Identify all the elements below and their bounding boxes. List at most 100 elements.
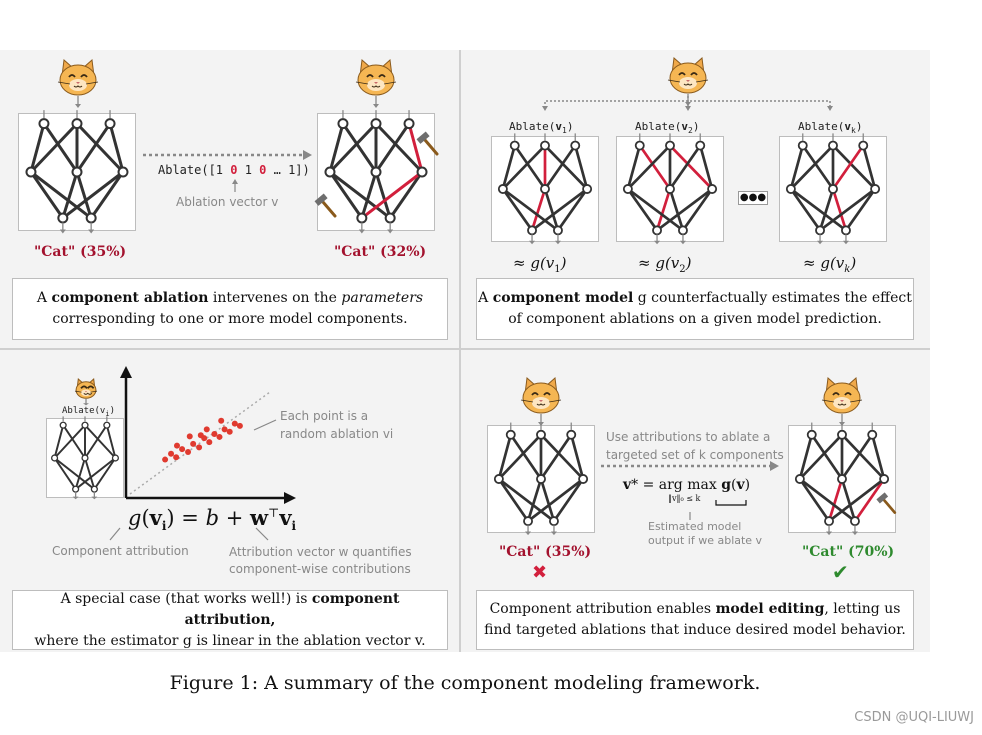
scatter-point <box>179 446 186 453</box>
network-vk-node <box>797 140 808 151</box>
x-axis-arrowhead <box>284 492 296 504</box>
network-v2-node <box>652 225 662 236</box>
cat-icon-eye <box>366 74 374 78</box>
network-vk-edge <box>818 187 835 232</box>
network-original-edge <box>29 170 93 220</box>
network-edited-node <box>867 429 878 440</box>
network-edited-node <box>806 429 817 440</box>
network-small-edge <box>74 457 117 491</box>
network-v2-edge <box>638 144 672 191</box>
network-edited-edge <box>810 433 844 481</box>
cat-icon-down-arrowhead <box>75 104 81 108</box>
network-v1-edge <box>530 187 589 232</box>
network-ablated-edge <box>407 122 424 174</box>
network-v2-node <box>665 140 675 151</box>
network-ablated-edge <box>328 170 392 220</box>
network-original-edge <box>75 122 125 174</box>
hammer-icon-head <box>416 131 430 144</box>
cat-icon-nose <box>76 82 80 84</box>
scatter-point <box>211 431 218 438</box>
check-icon: ✔ <box>832 560 849 584</box>
network-vk-edge <box>789 187 848 232</box>
cat-icon-mouth <box>83 392 93 395</box>
network-original-edge <box>61 170 125 220</box>
hammer-icon-handle <box>423 138 439 156</box>
cat-icon-mouth <box>371 85 381 88</box>
network-unedited-node <box>523 516 533 527</box>
branch-arrowhead <box>542 106 548 111</box>
note-pointer <box>253 419 277 431</box>
network-v1-edge <box>501 144 517 191</box>
network-v2-node <box>665 184 675 194</box>
network-vk-output-arrowhead <box>842 240 849 245</box>
network-ablated-output-arrowhead <box>358 229 365 234</box>
network-unedited-node <box>493 474 504 484</box>
cat-icon-eye <box>832 392 840 396</box>
network-vk-edge <box>831 144 865 191</box>
network-unedited-output-arrowhead <box>550 531 557 536</box>
ablate-v2-label: Ablate(v2) <box>635 120 700 136</box>
network-v1-node <box>540 140 550 151</box>
ablate-vk-label: Ablate(vk) <box>798 120 863 136</box>
hammer-icon-head <box>876 492 889 504</box>
network-edited-edge <box>840 433 874 481</box>
network-edited-edge <box>827 477 844 523</box>
cat-icon-whisker <box>667 79 681 83</box>
scatter-point <box>186 433 193 440</box>
network-ablated-edge <box>328 122 345 174</box>
network-small-node <box>111 454 119 462</box>
network-unedited-edge <box>539 433 573 481</box>
cat-icon-nose <box>840 400 844 402</box>
network-edited-edge <box>798 433 814 481</box>
network-edited-edge <box>840 433 886 481</box>
network-vk-node <box>785 184 796 194</box>
network-v2-edge <box>626 144 672 191</box>
network-v2-edge <box>655 187 714 232</box>
network-vk-node <box>870 184 881 194</box>
network-vk-node <box>841 225 851 236</box>
network-small-edge <box>93 457 117 491</box>
estimate-v1: ≈ g(v1) <box>513 254 567 275</box>
network-edited-node <box>837 429 847 440</box>
ellipsis-box: ●●● <box>738 191 768 205</box>
scatter-point <box>221 426 228 433</box>
linear-equation: g(vi) = b + w⊤vi <box>128 505 297 534</box>
cat-icon-down-arrowhead <box>83 403 89 406</box>
cat-icon-whisker <box>821 399 835 403</box>
network-ablated-output-arrowhead <box>387 229 394 234</box>
network-vk-edge <box>861 144 877 191</box>
network-small-node <box>81 421 89 429</box>
network-v1-edge <box>501 144 547 191</box>
network-original-edge <box>29 122 79 174</box>
cat-icon-nose <box>539 400 543 402</box>
cat-icon-nose <box>374 82 378 84</box>
network-unedited-edge <box>526 477 585 523</box>
network-vk-node <box>828 140 838 151</box>
network-original-node <box>25 166 37 178</box>
network-v2-edge <box>626 187 685 232</box>
network-original-edge <box>75 170 93 220</box>
network-ablated-edge <box>328 122 378 174</box>
network-v1-output-arrowhead <box>554 240 561 245</box>
network-unedited-edge <box>569 433 585 481</box>
summary-box-ablation: A component ablation intervenes on the p… <box>12 278 448 340</box>
network-unedited-node <box>578 474 589 484</box>
cat-icon-eye <box>80 385 88 389</box>
scatter-point <box>203 426 210 433</box>
network-small-edge <box>53 457 77 491</box>
network-ablated-edge <box>341 122 378 174</box>
network-small-node <box>103 421 111 429</box>
network-small-edge <box>53 457 96 491</box>
network-v2-edge <box>668 187 685 232</box>
ablate-vi-label: Ablate(vi) <box>62 406 115 418</box>
scatter-point <box>226 428 233 435</box>
cat-icon-mouth <box>73 85 83 88</box>
network-original-edge <box>29 122 46 174</box>
network-v1-edge <box>501 187 560 232</box>
cat-icon-muzzle <box>69 79 87 91</box>
network-edited-node <box>824 516 834 527</box>
watermark: CSDN @UQI-LIUWJ <box>854 710 974 725</box>
network-vk-edge <box>789 187 822 232</box>
network-unedited-edge <box>497 433 513 481</box>
network-v2-node <box>678 225 688 236</box>
